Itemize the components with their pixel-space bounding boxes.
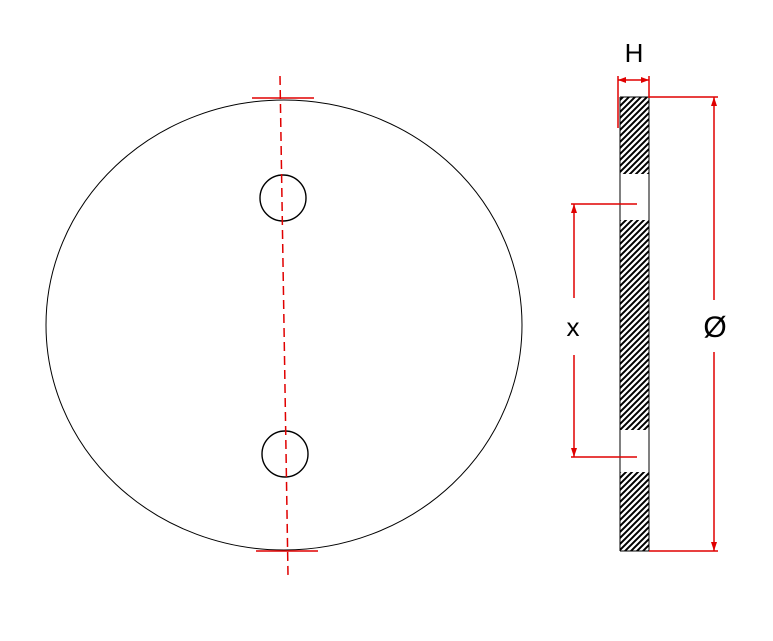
hole-spacing-label: x (567, 312, 580, 342)
upper-hole (259, 174, 307, 222)
spacing-arrow-top (571, 204, 577, 213)
vertical-centerline (279, 75, 289, 576)
thickness-arrow-left (618, 77, 626, 83)
diameter-arrow-bottom (711, 542, 717, 551)
side-section-view (619, 96, 650, 552)
diameter-dimension: Ø (649, 96, 727, 552)
thickness-arrow-right (641, 77, 649, 83)
diameter-label: Ø (703, 311, 726, 344)
front-view (45, 75, 523, 576)
thickness-label: H (625, 38, 644, 68)
lower-hole (261, 430, 309, 478)
section-segment-top (620, 97, 649, 174)
hole-spacing-dimension: x (567, 203, 637, 458)
disc-outline (45, 99, 523, 551)
thickness-dimension: H (617, 38, 650, 128)
diameter-arrow-top (711, 97, 717, 106)
section-segment-bottom (620, 472, 649, 551)
section-segment-middle (620, 220, 649, 430)
spacing-arrow-bottom (571, 448, 577, 457)
